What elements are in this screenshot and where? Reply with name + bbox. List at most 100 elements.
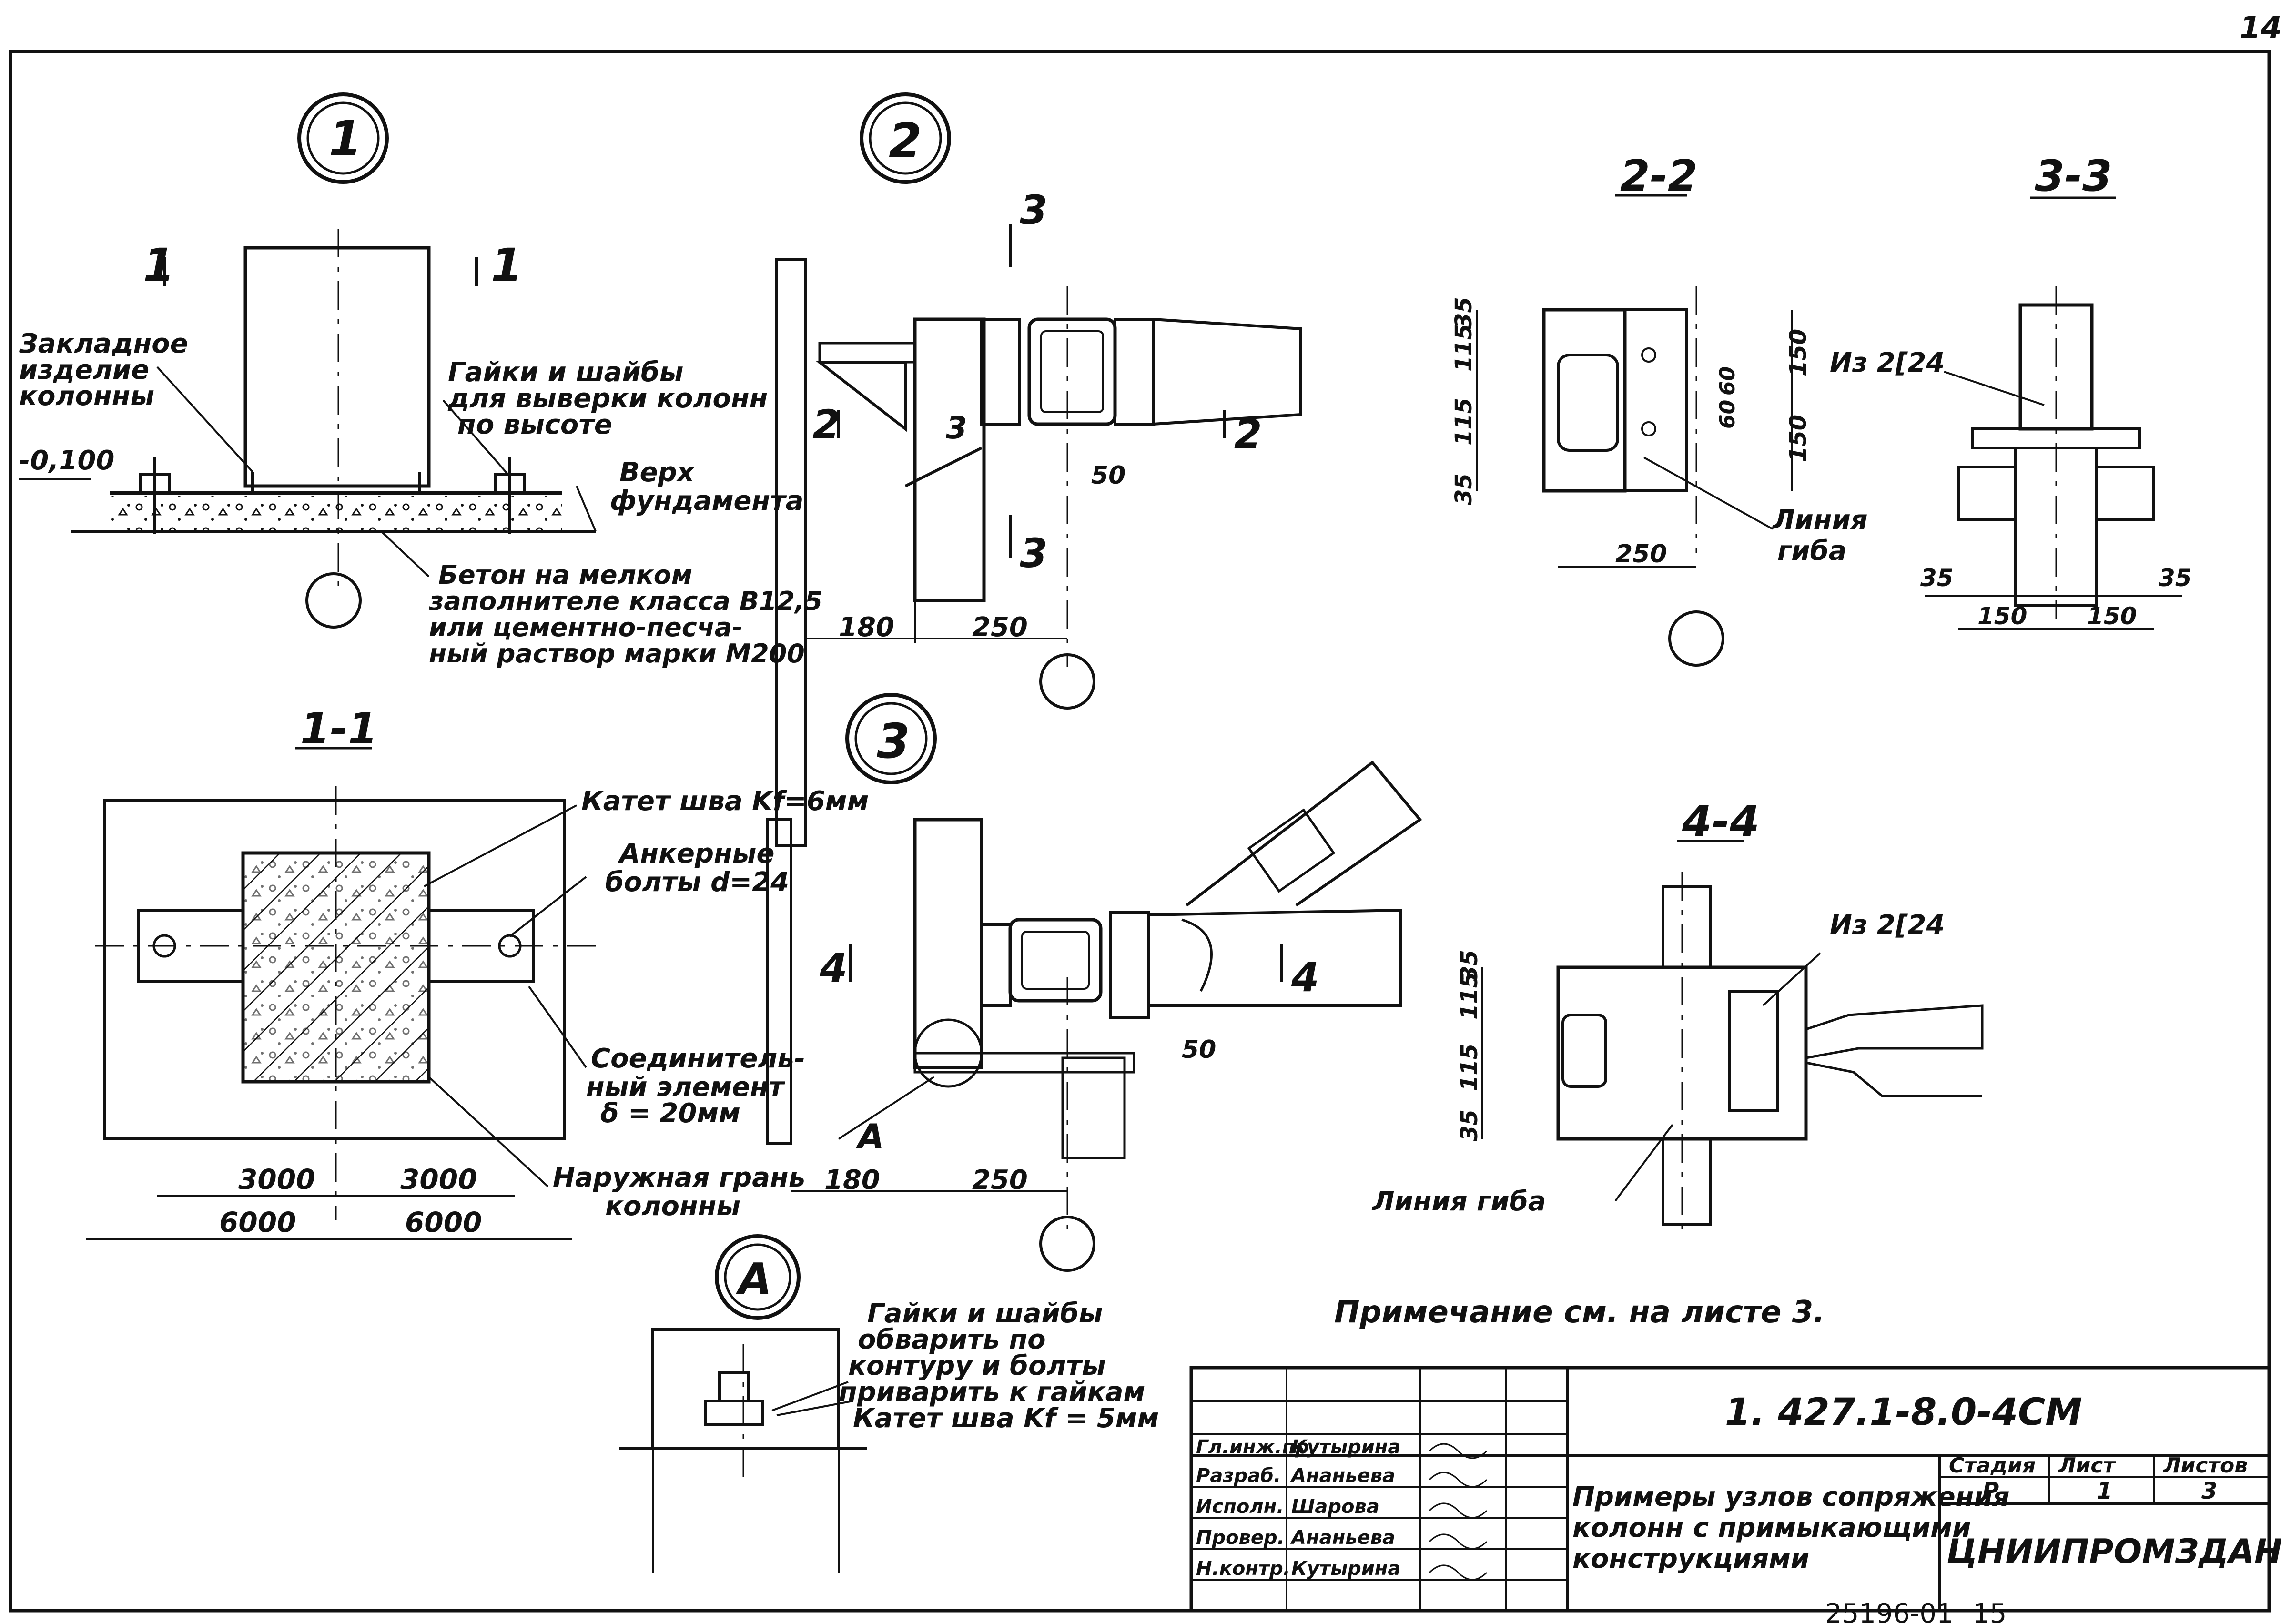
dim-22-115b: 115	[1450, 398, 1477, 446]
doc-title-1: Примеры узлов сопряжения	[1572, 1482, 2010, 1512]
tb-stage-header: Стадия	[1949, 1453, 2036, 1478]
section-3-3-title: 3-3	[2035, 151, 2112, 201]
tb-role-4: Провер.	[1196, 1527, 1285, 1549]
label-nuts-A-5: Катет шва Kf = 5мм	[853, 1403, 1159, 1434]
node-2-label: 2	[889, 113, 922, 169]
label-embedded-2: изделие	[19, 355, 149, 386]
tb-sheets-header: Листов	[2162, 1453, 2248, 1478]
sheet-frame	[9, 50, 2271, 1613]
cut-4-right: 4	[1291, 954, 1319, 1001]
tb-name-4: Ананьева	[1290, 1527, 1395, 1549]
section-1-1-title: 1-1	[300, 704, 378, 754]
label-bend-22-2: гиба	[1777, 536, 1846, 567]
mark-3: 3	[946, 411, 967, 446]
section-1-1-drawing	[86, 747, 600, 1240]
section-2-2-drawing	[1476, 194, 1793, 667]
tb-signatures	[1429, 1443, 1488, 1581]
dim-44-35a: 35	[1456, 950, 1483, 982]
tb-role-1: Гл.инж.пр.	[1196, 1436, 1316, 1458]
label-bend-44: Линия гиба	[1371, 1186, 1546, 1217]
cut-2-right: 2	[1234, 411, 1262, 457]
section-4-4-title: 4-4	[1682, 797, 1760, 847]
dim-3000-a: 3000	[238, 1163, 315, 1196]
dim-22-150a: 150	[1785, 329, 1812, 376]
label-nuts-2: для выверки колонн	[447, 383, 768, 414]
label-nuts-A-1: Гайки и шайбы	[867, 1298, 1103, 1329]
archive-code: 25196-01	[1825, 1598, 1954, 1624]
dim-180-b: 180	[824, 1165, 880, 1196]
node-1-label: 1	[329, 111, 362, 166]
doc-title-2: колонн с примыкающими	[1572, 1512, 1971, 1543]
tb-sheet-value: 1	[2097, 1478, 2112, 1504]
tb-name-2: Ананьева	[1290, 1465, 1395, 1487]
label-anchor-2: болты d=24	[605, 867, 789, 898]
label-connect-3: δ = 20мм	[600, 1098, 740, 1129]
section-4-4-drawing	[1481, 840, 1984, 1239]
dim-180-a: 180	[839, 612, 894, 643]
dim-22-35a: 35	[1450, 297, 1477, 329]
cut-3-bottom: 3	[1020, 530, 1047, 577]
label-channels-33: Из 2[24	[1830, 347, 1945, 378]
dim-250-b: 250	[972, 1165, 1028, 1196]
dim-50-a: 50	[1091, 461, 1125, 490]
label-concrete-1: Бетон на мелком	[438, 560, 692, 590]
sheet-note: Примечание см. на листе 3.	[1334, 1295, 1825, 1330]
dim-6000-b: 6000	[405, 1206, 482, 1238]
node-2-drawing	[775, 92, 1302, 847]
dim-3000-b: 3000	[400, 1163, 477, 1196]
dim-44-115a: 115	[1456, 972, 1483, 1020]
label-concrete-4: ный раствор марки М200	[429, 639, 805, 669]
tb-role-2: Разраб.	[1196, 1465, 1281, 1487]
node-3-drawing	[766, 693, 1422, 1272]
label-outer-1: Наружная грань	[553, 1162, 805, 1193]
title-block-frame	[1189, 1366, 2271, 1613]
dim-33-150a: 150	[1977, 602, 2027, 630]
label-outer-2: колонны	[605, 1191, 740, 1222]
dim-33-35b: 35	[2159, 564, 2192, 592]
label-weld-6: Катет шва Kf=6мм	[581, 786, 869, 817]
label-bend-22-1: Линия	[1772, 505, 1868, 536]
label-channels-44: Из 2[24	[1830, 910, 1945, 941]
tb-role-3: Исполн.	[1196, 1496, 1284, 1518]
cut-1-left: 1	[143, 239, 175, 292]
mark-A-node3: А	[855, 1116, 884, 1157]
dim-22-60b: 60	[1715, 400, 1740, 429]
dim-250-a: 250	[972, 612, 1028, 643]
label-nuts-3: по высоте	[457, 409, 612, 440]
label-foundation-1: Верх	[619, 457, 695, 488]
dim-22-250: 250	[1615, 540, 1667, 568]
node-3-label: 3	[877, 713, 910, 769]
doc-title-3: конструкциями	[1572, 1543, 1809, 1574]
tb-name-3: Шарова	[1291, 1496, 1379, 1518]
dim-33-35a: 35	[1920, 564, 1954, 592]
label-nuts-A-4: приварить к гайкам	[839, 1377, 1145, 1408]
dim-44-35b: 35	[1456, 1109, 1483, 1141]
dim-22-150b: 150	[1785, 415, 1812, 462]
label-connect-2: ный элемент	[586, 1072, 786, 1103]
dim-22-35b: 35	[1450, 473, 1477, 505]
section-3-3-drawing	[1925, 196, 2182, 630]
tb-role-5: Н.контр.	[1196, 1558, 1290, 1580]
label-nuts-A-3: контуру и болты	[848, 1350, 1106, 1381]
level-mark: -0,100	[19, 445, 114, 476]
cut-3-top: 3	[1020, 187, 1047, 233]
label-foundation-2: фундамента	[610, 486, 803, 517]
archive-sheet: 15	[1973, 1598, 2007, 1624]
doc-code: 1. 427.1-8.0-4СМ	[1725, 1391, 2082, 1434]
label-embedded-1: Закладное	[19, 328, 188, 359]
label-concrete-3: или цементно-песча-	[429, 612, 743, 642]
section-2-2-title: 2-2	[1620, 151, 1698, 201]
tb-organization: ЦНИИПРОМЗДАНИЙ	[1946, 1532, 2281, 1571]
node-A-drawing	[619, 1234, 867, 1573]
dim-44-115b: 115	[1456, 1044, 1483, 1091]
tb-sheet-header: Лист	[2058, 1453, 2116, 1478]
tb-name-5: Кутырина	[1291, 1558, 1400, 1580]
page-number: 14	[2240, 10, 2281, 46]
label-concrete-2: заполнителе класса В12,5	[428, 586, 822, 616]
node-A-label: А	[736, 1254, 772, 1304]
tb-sheets-value: 3	[2201, 1478, 2217, 1504]
cut-1-right: 1	[491, 239, 523, 292]
tb-stage-value: Р	[1982, 1478, 1999, 1504]
dim-22-60a: 60	[1715, 366, 1740, 396]
label-nuts-A-2: обварить по	[858, 1324, 1046, 1355]
